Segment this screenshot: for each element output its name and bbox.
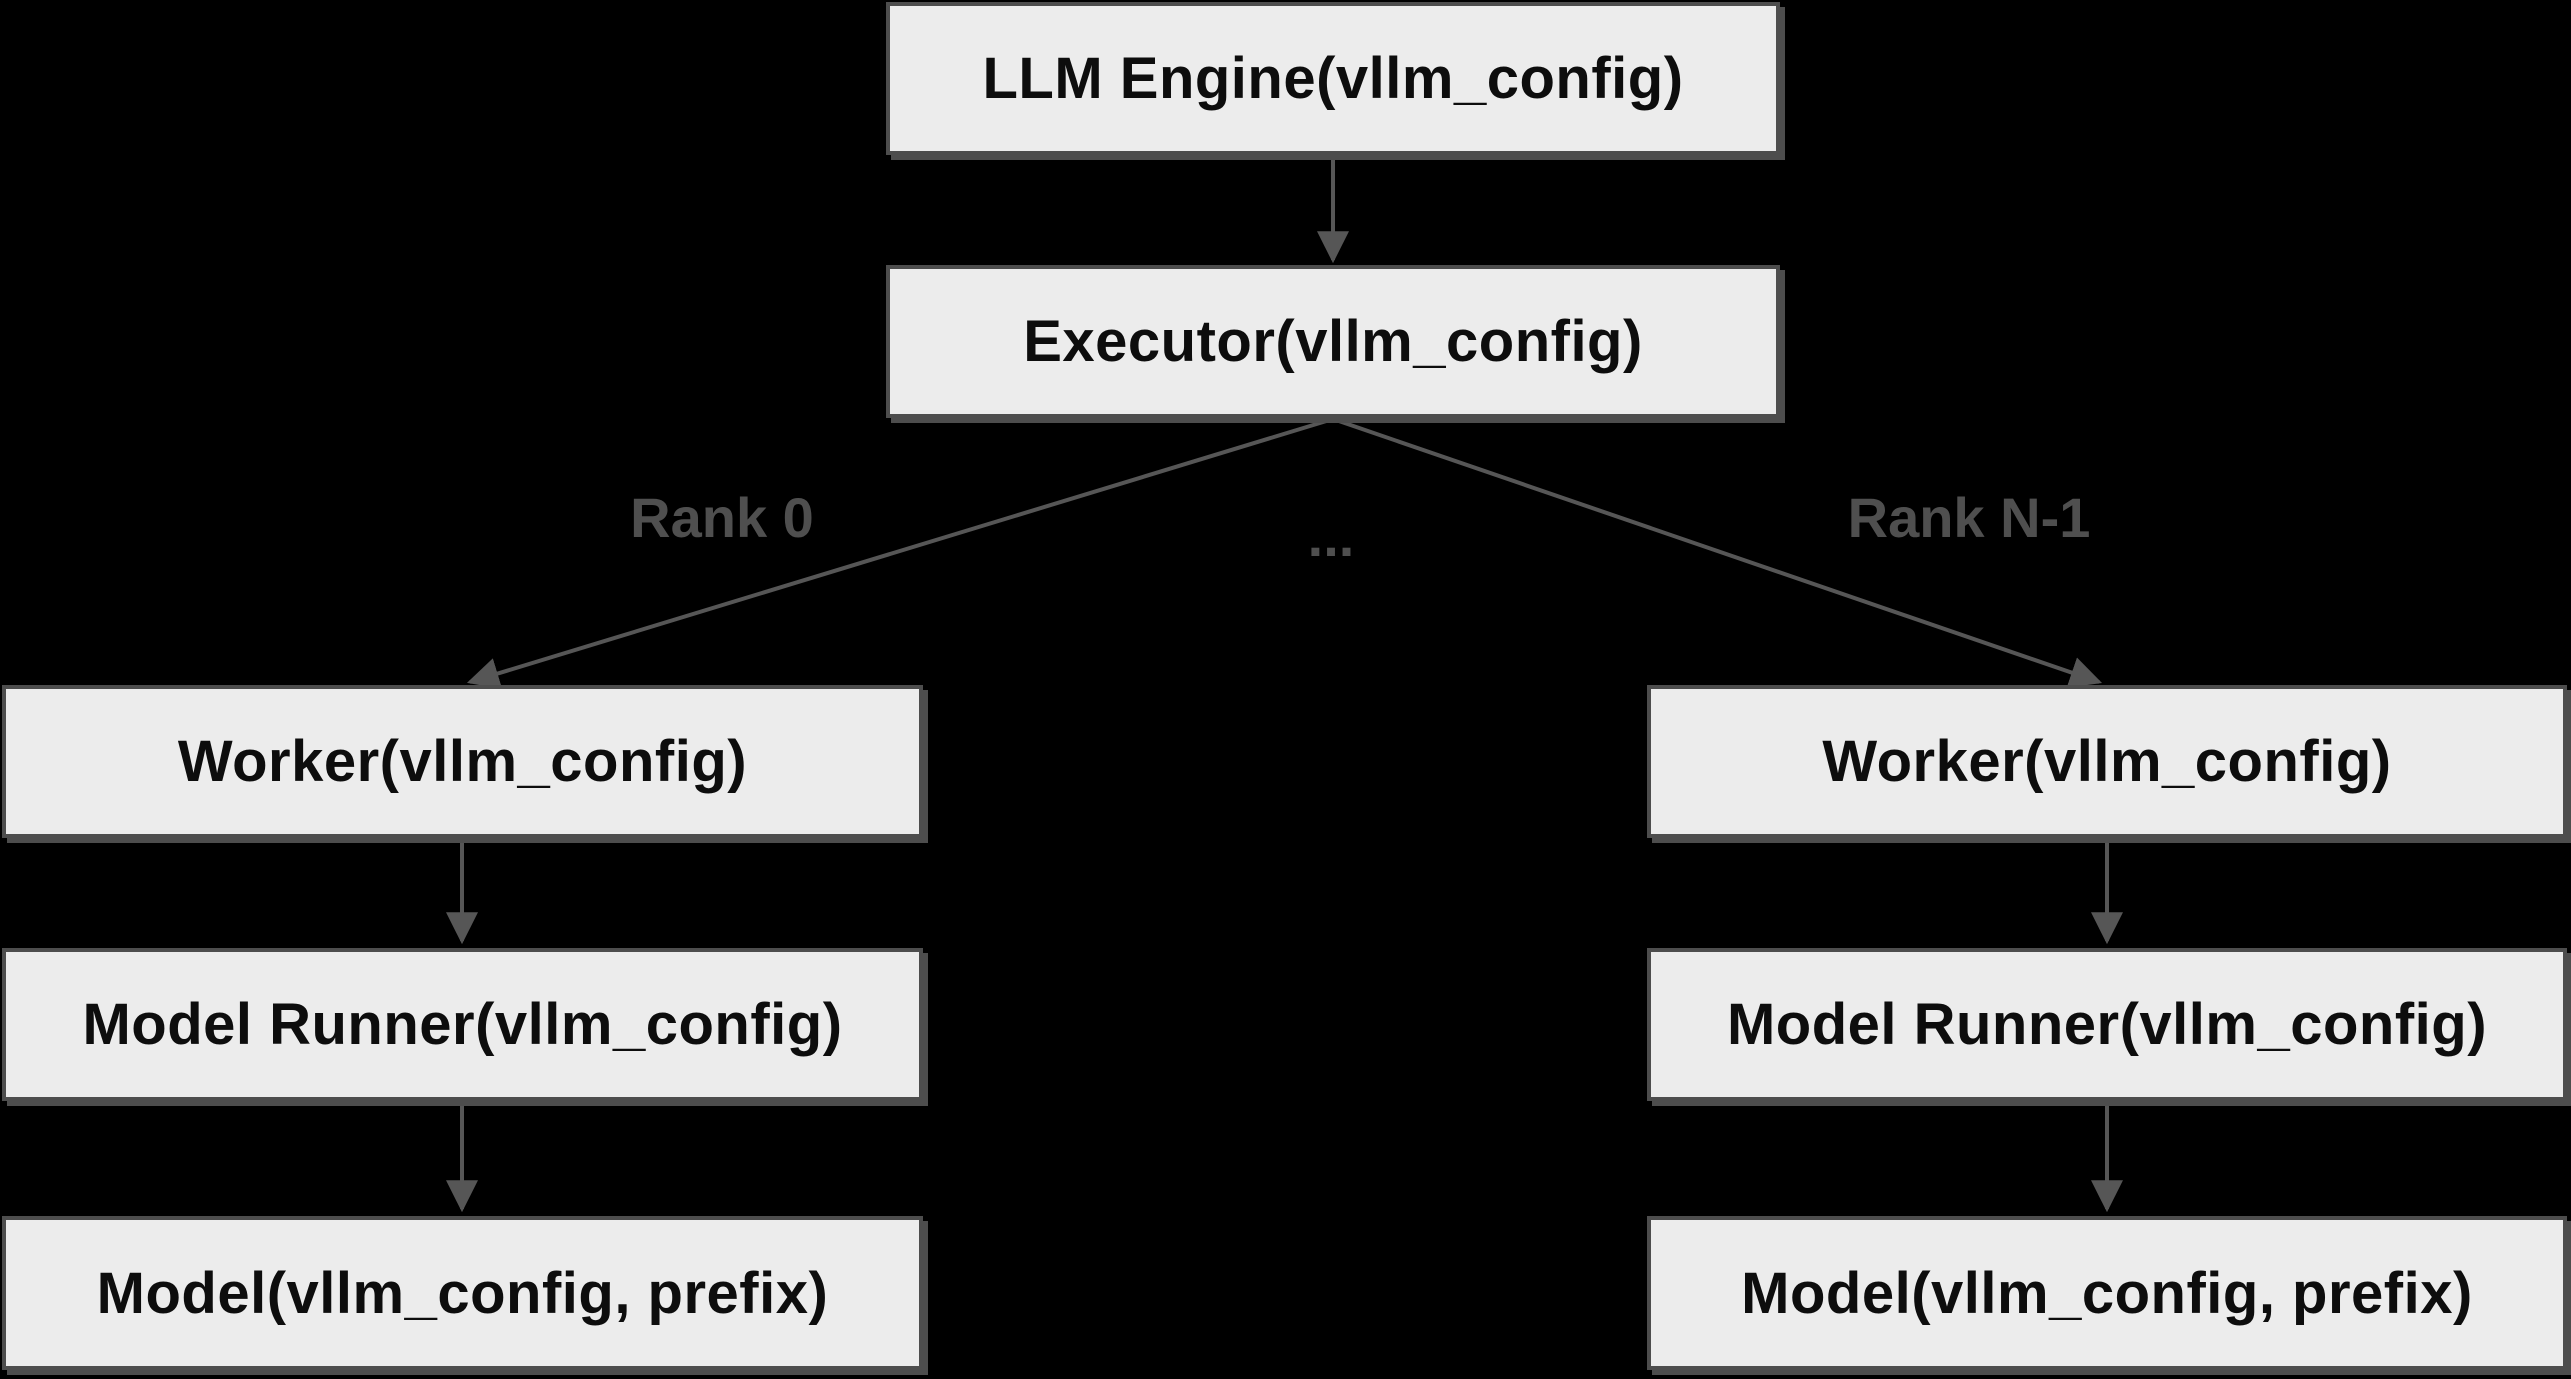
node-model-runner-left: Model Runner(vllm_config) xyxy=(2,948,923,1101)
edge-executor-to-worker-right xyxy=(1332,417,2103,688)
edge-executor-to-worker-left xyxy=(466,417,1334,689)
node-executor: Executor(vllm_config) xyxy=(886,265,1780,418)
node-llm-engine: LLM Engine(vllm_config) xyxy=(886,2,1780,155)
edge-label-rank-0: Rank 0 xyxy=(630,485,814,549)
edge-label-rank-n-1: Rank N-1 xyxy=(1847,485,2091,549)
node-worker-left: Worker(vllm_config) xyxy=(2,685,923,838)
node-worker-right: Worker(vllm_config) xyxy=(1647,685,2567,838)
node-model-runner-right: Model Runner(vllm_config) xyxy=(1647,948,2567,1101)
node-model-right: Model(vllm_config, prefix) xyxy=(1647,1216,2567,1370)
edge-label-ellipsis: ... xyxy=(1307,504,1355,568)
node-model-left: Model(vllm_config, prefix) xyxy=(2,1216,923,1370)
